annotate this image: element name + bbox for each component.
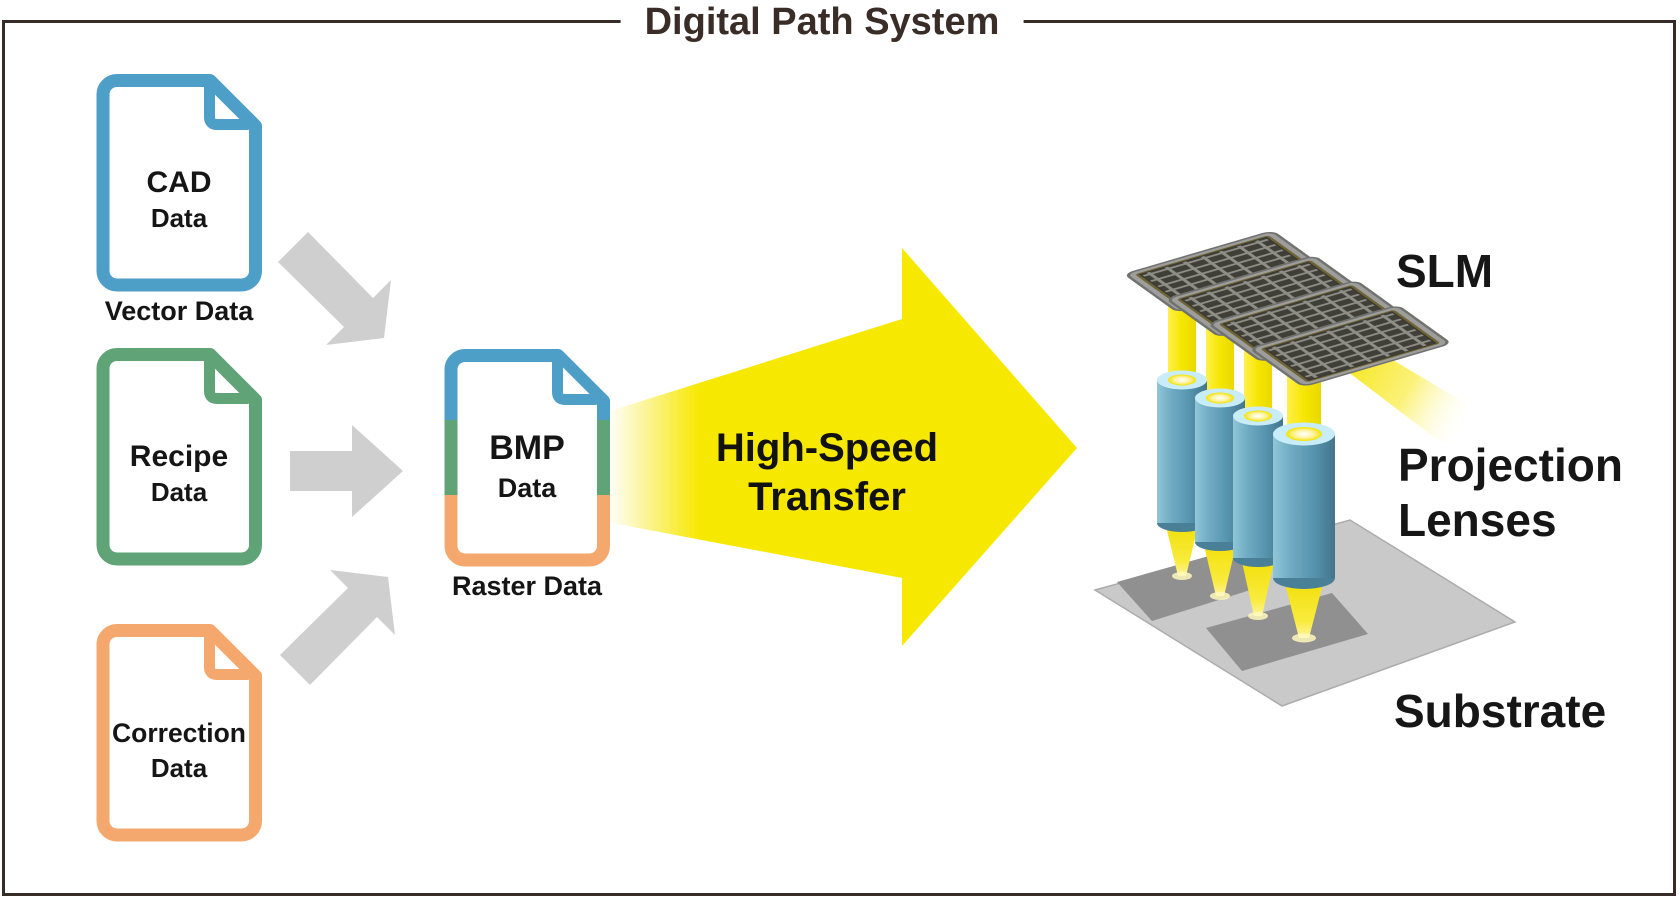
transfer-label: High-Speed Transfer	[716, 424, 938, 522]
transfer-label-line1: High-Speed	[715, 426, 939, 470]
exposure-unit-illustration	[1093, 231, 1517, 707]
document-fold-icon	[552, 356, 601, 405]
bmp-band-orange	[444, 495, 610, 567]
arrow-recipe-to-bmp-icon	[290, 425, 403, 517]
recipe-document-icon: Recipe Data	[96, 348, 262, 566]
svg-text:BMP: BMP	[489, 429, 565, 467]
projection-lenses-label: Projection Lenses	[1398, 438, 1623, 548]
slm-panel	[1126, 231, 1324, 312]
transfer-label-line2: Transfer	[748, 475, 906, 519]
page-title: Digital Path System	[620, 0, 1024, 44]
document-outline	[96, 348, 262, 566]
bmp-band-blue	[444, 349, 610, 420]
substrate-label: Substrate	[1394, 685, 1607, 737]
cad-document-icon: CAD Data	[96, 74, 262, 292]
projection-lens-cylinders	[1157, 370, 1335, 589]
focus-cones	[1164, 518, 1326, 643]
document-outline	[96, 624, 262, 842]
svg-text:Data: Data	[498, 473, 558, 503]
lens-cylinder-4	[1273, 422, 1335, 589]
document-page	[450, 355, 604, 560]
slm-panel	[1210, 281, 1407, 361]
high-speed-transfer-arrow	[607, 248, 1077, 646]
svg-text:Correction: Correction	[112, 718, 246, 748]
raster-data-caption: Raster Data	[451, 571, 603, 601]
slm-panel	[1168, 256, 1365, 336]
correction-document-icon: Correction Data	[96, 624, 262, 842]
slm-panels	[1126, 231, 1449, 386]
projection-lenses-line2: Lenses	[1398, 494, 1557, 546]
document-fold-icon	[204, 355, 253, 404]
svg-text:Data: Data	[151, 203, 208, 233]
document-fold-icon	[204, 81, 253, 130]
flow-arrows	[278, 232, 403, 685]
svg-text:Recipe: Recipe	[130, 440, 228, 473]
document-fold-icon	[204, 631, 253, 680]
svg-text:CAD: CAD	[147, 166, 212, 199]
arrow-cad-to-bmp-icon	[278, 232, 391, 345]
arrow-correction-to-bmp-icon	[280, 570, 395, 685]
document-outline	[96, 74, 262, 292]
exposure-field-2	[1206, 593, 1368, 671]
slm-panel	[1252, 306, 1449, 386]
slm-label: SLM	[1396, 245, 1494, 297]
bmp-document-icon: BMP Data	[444, 349, 610, 567]
svg-text:Data: Data	[151, 477, 208, 507]
projection-lenses-line1: Projection	[1398, 439, 1623, 491]
svg-text:Data: Data	[151, 753, 208, 783]
vector-data-caption: Vector Data	[104, 296, 254, 326]
